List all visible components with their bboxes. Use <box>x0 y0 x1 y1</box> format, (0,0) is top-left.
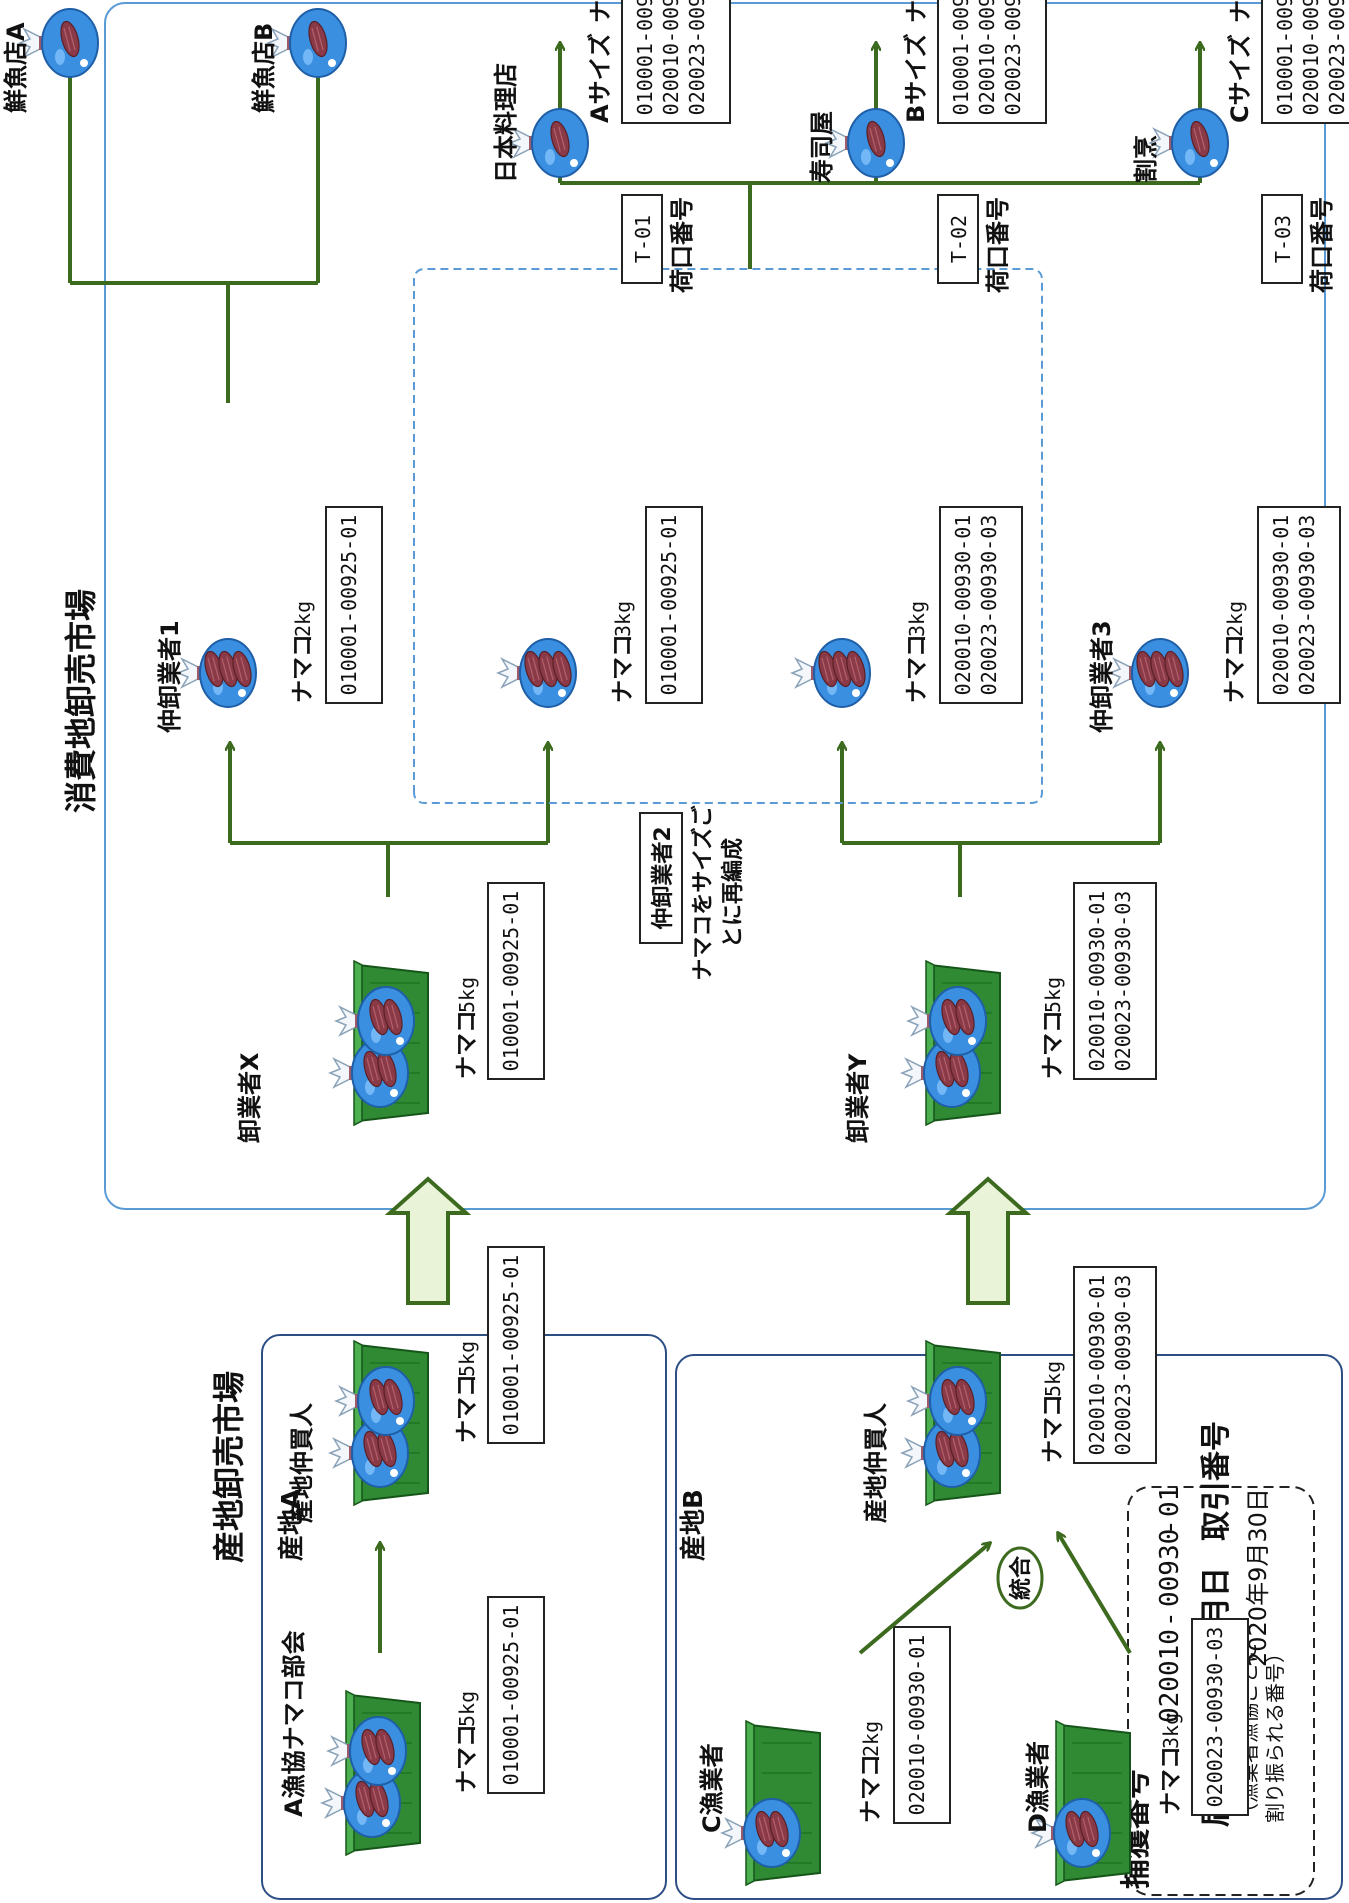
japanese-restaurant-lot: T-01 <box>631 215 655 263</box>
wholesaler-y-name: 卸業者Y <box>844 1053 872 1143</box>
legend-dash-1: - <box>1155 1611 1185 1627</box>
kappo-id: 010001-00925-01 <box>1273 0 1297 115</box>
japanese-restaurant-bag <box>510 109 588 177</box>
japanese-restaurant-id: 010001-00925-01 <box>633 0 657 115</box>
sushi-bar-size: Bサイズ <box>902 33 930 123</box>
consumer-market-title: 消費地卸売市場 <box>62 589 100 813</box>
sushi-bar-product: ナマコ <box>904 0 930 23</box>
inter-3-product: ナマコ <box>1222 634 1248 703</box>
inter-2-top-id: 010001-00925-01 <box>657 515 681 696</box>
fisher-d-product: ナマコ <box>1158 1746 1184 1815</box>
origin-broker-a-product: ナマコ <box>454 1374 480 1443</box>
fisher-d-weight: 3kg <box>1159 1713 1183 1749</box>
legend-part3-digits: 01 <box>1155 1486 1185 1517</box>
inter-1-name: 仲卸業者1 <box>156 620 184 733</box>
inter-2-note-2: とに再編成 <box>720 838 746 948</box>
inter-3-name: 仲卸業者3 <box>1088 620 1116 733</box>
wholesaler-y-product: ナマコ <box>1040 1010 1066 1079</box>
sushi-bar-lot-label: 荷口番号 <box>984 197 1012 293</box>
sushi-bar-id: 020010-00930-01 <box>975 0 999 115</box>
sushi-bar-lot: T-02 <box>947 215 971 263</box>
fisher-c-id: 020010-00930-01 <box>905 1635 929 1816</box>
origin-b-label: 産地B <box>678 1489 709 1561</box>
wholesaler-y-id: 020023-00930-03 <box>1111 891 1135 1072</box>
origin-broker-b-weight: 5kg <box>1041 1361 1065 1397</box>
fisher-c-weight: 2kg <box>859 1721 883 1757</box>
fisher-c-product: ナマコ <box>858 1754 884 1823</box>
inter-2-bottom-weight: 3kg <box>905 601 929 637</box>
inter-3-weight: 2kg <box>1223 601 1247 637</box>
merge-label: 統合 <box>1008 1555 1034 1600</box>
origin-broker-b-id: 020023-00930-03 <box>1111 1275 1135 1456</box>
wholesaler-x-weight: 5kg <box>455 977 479 1013</box>
inter-3-id: 020023-00930-03 <box>1295 515 1319 696</box>
fisher-c-name: C漁業者 <box>698 1743 726 1833</box>
inter-1-weight: 2kg <box>291 601 315 637</box>
kappo-id: 020010-00930-01 <box>1299 0 1323 115</box>
kappo-size: Cサイズ <box>1226 34 1254 123</box>
origin-broker-a-name: 産地仲買人 <box>288 1403 316 1523</box>
inter-2-bottom-id: 020010-00930-01 <box>951 515 975 696</box>
wholesaler-x-product: ナマコ <box>454 1010 480 1079</box>
sushi-bar-name: 寿司屋 <box>808 111 836 183</box>
origin-broker-b-id: 020010-00930-01 <box>1085 1275 1109 1456</box>
inter-2-top-product: ナマコ <box>610 634 636 703</box>
inter-2-top-weight: 3kg <box>611 601 635 637</box>
fish-shop-a-bag <box>20 9 98 77</box>
kappo-product: ナマコ <box>1228 0 1254 23</box>
fisher-d-id: 020023-00930-03 <box>1203 1627 1227 1808</box>
inter-2-label: 仲卸業者2 <box>650 826 676 929</box>
inter-2-bottom-id: 020023-00930-03 <box>977 515 1001 696</box>
origin-broker-b-name: 産地仲買人 <box>862 1403 890 1523</box>
sushi-bar-bag <box>826 109 904 177</box>
wholesaler-y-id: 020010-00930-01 <box>1085 891 1109 1072</box>
kappo-lot: T-03 <box>1271 215 1295 263</box>
big-arrow-to-wholesaler-y <box>950 1179 1026 1303</box>
japanese-restaurant-name: 日本料理店 <box>492 63 520 183</box>
sushi-bar-id: 020023-00930-03 <box>1001 0 1025 115</box>
a-coop-id: 010001-00925-01 <box>499 1605 523 1786</box>
kappo-name: 割烹 <box>1132 135 1160 183</box>
wholesaler-x-name: 卸業者X <box>236 1052 264 1143</box>
wholesaler-y-weight: 5kg <box>1041 977 1065 1013</box>
fish-shop-b-name: 鮮魚店B <box>250 23 278 113</box>
kappo-lot-label: 荷口番号 <box>1308 197 1336 293</box>
a-coop-product: ナマコ <box>454 1724 480 1793</box>
inter-3-id: 020010-00930-01 <box>1269 515 1293 696</box>
japanese-restaurant-lot-label: 荷口番号 <box>668 197 696 293</box>
japanese-restaurant-id: 020023-00930-03 <box>685 0 709 115</box>
origin-broker-b-product: ナマコ <box>1040 1394 1066 1463</box>
japanese-restaurant-id: 020010-00930-01 <box>659 0 683 115</box>
legend-dash-2: - <box>1155 1519 1185 1535</box>
fisher-d-name: D漁業者 <box>1024 1741 1052 1833</box>
inter-2-note-1: ナマコをサイズご <box>690 805 716 980</box>
a-coop-name: A漁協ナマコ部会 <box>280 1630 308 1817</box>
legend-part1-digits: 020010 <box>1155 1629 1185 1723</box>
legend-part2-digits: 00930 <box>1155 1529 1185 1607</box>
legend-part3-label: 取引番号 <box>1199 1421 1234 1541</box>
kappo-bag <box>1150 109 1228 177</box>
inter-2-bottom-product: ナマコ <box>904 634 930 703</box>
a-coop-weight: 5kg <box>455 1691 479 1727</box>
fish-shop-a-name: 鮮魚店A <box>2 22 30 113</box>
origin-broker-a-id: 010001-00925-01 <box>499 1255 523 1436</box>
wholesaler-x-id: 010001-00925-01 <box>499 891 523 1072</box>
inter-1-product: ナマコ <box>290 634 316 703</box>
big-arrow-to-wholesaler-x <box>390 1179 466 1303</box>
arrow-fisher-d-to-broker-b <box>1058 1533 1130 1653</box>
inter-1-id: 010001-00925-01 <box>337 515 361 696</box>
production-market-title: 産地卸売市場 <box>210 1371 248 1563</box>
legend-part1-note-2: 割り振られる番号） <box>1263 1643 1287 1823</box>
origin-broker-a-weight: 5kg <box>455 1341 479 1377</box>
japanese-restaurant-product: ナマコ <box>588 0 614 23</box>
japanese-restaurant-size: Aサイズ <box>586 33 614 123</box>
sushi-bar-id: 010001-00925-01 <box>949 0 973 115</box>
kappo-id: 020023-00930-03 <box>1325 0 1349 115</box>
fish-shop-b-bag <box>268 9 346 77</box>
